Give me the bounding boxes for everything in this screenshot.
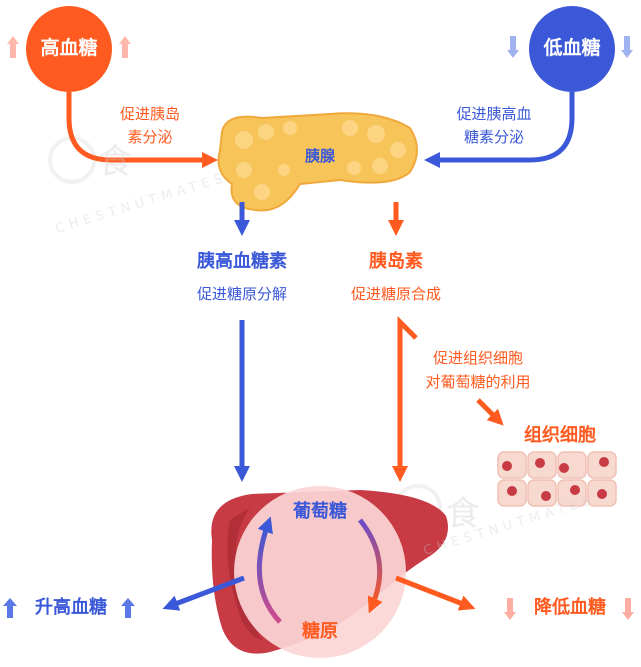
low-to-pancreas-edge: [423, 92, 575, 169]
arrow-up-icon: [7, 36, 131, 58]
insulin-to-cells-edge: [476, 398, 504, 426]
pancreas-organ: [217, 112, 418, 212]
glycogen-to-glucose-edge: [256, 516, 282, 624]
high-to-pancreas-label-line2: 素分泌: [127, 128, 173, 146]
insulin-to-cells-label-line2: 对葡萄糖的利用: [425, 373, 531, 391]
insulin-effect-label: 促进糖原合成: [350, 285, 441, 303]
insulin-to-cells-label-line1: 促进组织细胞: [432, 349, 523, 367]
tissue-cells-label: 组织细胞: [524, 425, 596, 446]
tissue-cells: [496, 450, 620, 510]
low-sugar-label: 低血糖: [543, 37, 601, 59]
liver-to-lower-edge: [395, 575, 476, 611]
insulin-label: 胰岛素: [369, 251, 423, 272]
watermark-brand-cn: 食: [446, 494, 480, 534]
low-to-pancreas-label-line1: 促进胰高血: [456, 105, 532, 123]
glucose-label: 葡萄糖: [293, 501, 347, 522]
glucagon-effect-label: 促进糖原分解: [196, 285, 287, 303]
watermark-brand-cn: 食: [98, 142, 132, 182]
lower-sugar-label: 降低血糖: [534, 597, 606, 618]
arrow-up-icon: [3, 598, 135, 618]
arrow-down-icon: [504, 598, 634, 620]
liver-to-raise-edge: [162, 575, 245, 611]
high-to-pancreas-edge: [66, 92, 219, 169]
low-sugar-node: [529, 6, 615, 92]
glucose-to-glycogen-edge: [358, 518, 383, 614]
high-to-pancreas-label-line1: 促进胰岛: [119, 105, 180, 123]
glucagon-label: 胰高血糖素: [197, 251, 287, 272]
glycogen-label: 糖原: [302, 621, 338, 642]
low-to-pancreas-label-line2: 糖素分泌: [463, 128, 524, 146]
insulin-to-liver-edge: [391, 315, 418, 483]
high-sugar-label: 高血糖: [40, 37, 98, 59]
raise-sugar-label: 升高血糖: [35, 597, 107, 618]
arrow-down-icon: [507, 36, 633, 58]
high-sugar-node: [26, 6, 112, 92]
pancreas-label: 胰腺: [304, 147, 335, 165]
